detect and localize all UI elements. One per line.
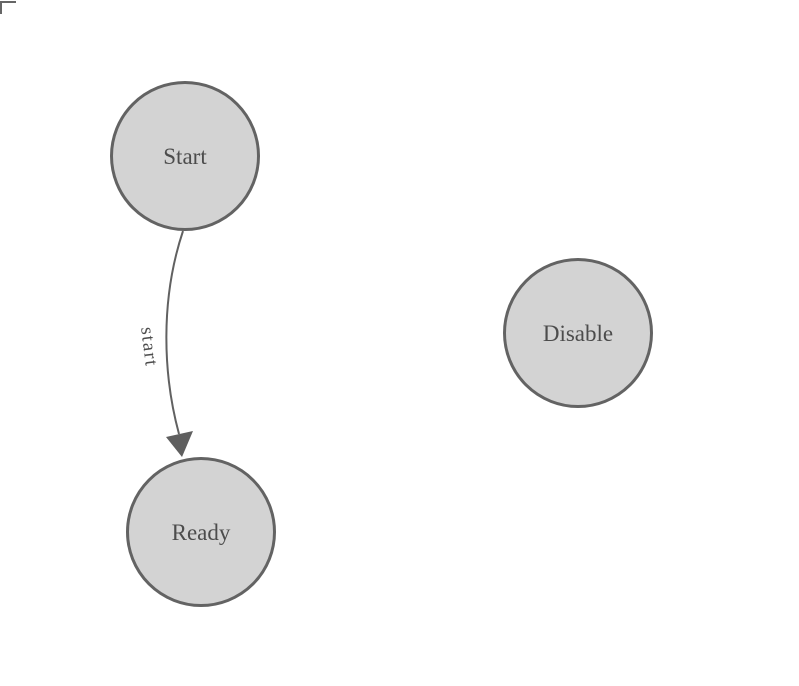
node-ready[interactable]: Ready [126,457,276,607]
arrowhead-icon [166,431,193,457]
node-start[interactable]: Start [110,81,260,231]
node-start-label: Start [163,143,207,169]
canvas-corner-mark-icon [0,1,16,14]
node-ready-label: Ready [171,519,231,545]
node-disable-label: Disable [542,320,614,346]
edge-start-to-ready[interactable] [165,230,184,435]
node-disable[interactable]: Disable [503,258,653,408]
edge-label-start[interactable]: start [136,326,162,368]
